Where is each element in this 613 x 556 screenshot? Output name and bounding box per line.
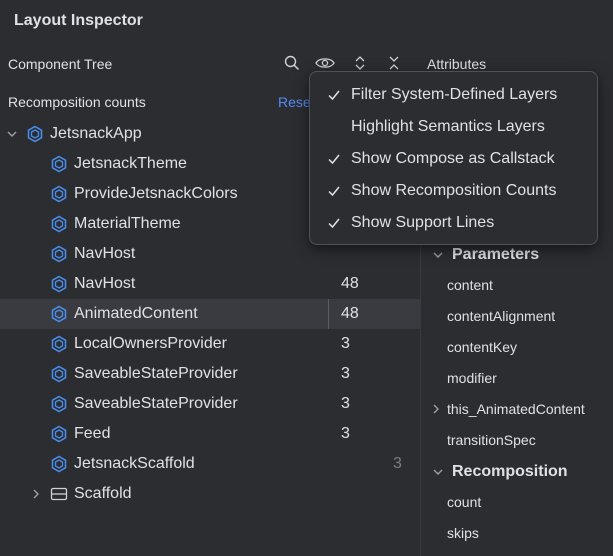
- panel-divider: [420, 82, 421, 556]
- menu-item-label: Show Support Lines: [351, 214, 495, 231]
- compose-icon: [51, 305, 67, 323]
- parameters-section[interactable]: Parameters: [432, 246, 539, 264]
- collapse-all-icon[interactable]: [383, 52, 405, 74]
- tree-row[interactable]: MaterialTheme: [0, 209, 420, 239]
- window-title: Layout Inspector: [14, 12, 143, 29]
- tree-row-label: SaveableStateProvider: [74, 395, 238, 412]
- tree-row[interactable]: ProvideJetsnackColors: [0, 179, 420, 209]
- layout-icon: [50, 487, 68, 501]
- tree-row-label: SaveableStateProvider: [74, 365, 238, 382]
- recomposition-count: 3: [341, 365, 350, 382]
- tree-row-label: LocalOwnersProvider: [74, 335, 227, 352]
- tree-row-label: JetsnackApp: [50, 125, 142, 142]
- parameters-title: Parameters: [452, 246, 540, 263]
- menu-item-label: Filter System-Defined Layers: [351, 86, 558, 103]
- search-icon[interactable]: [281, 52, 303, 74]
- chevron-down-icon: [433, 469, 443, 475]
- recomposition-count: 3: [341, 395, 350, 412]
- tree-row-label: Feed: [74, 425, 111, 442]
- compose-icon: [51, 155, 67, 173]
- recomposition-count: 3: [341, 425, 350, 442]
- tree-row-label: JetsnackScaffold: [74, 455, 195, 472]
- compose-icon: [51, 215, 67, 233]
- tree-row[interactable]: JetsnackApp: [0, 119, 420, 149]
- component-tree-header: Component Tree: [8, 56, 113, 72]
- tree-row[interactable]: JetsnackScaffold 3: [0, 449, 420, 479]
- compose-icon: [51, 455, 67, 473]
- recomposition-count: 48: [341, 305, 359, 322]
- recomposition-section[interactable]: Recomposition: [432, 463, 568, 481]
- recomposition-count: 48: [341, 275, 359, 292]
- tree-row-label: JetsnackTheme: [74, 155, 187, 172]
- attribute-item[interactable]: modifier: [447, 370, 497, 386]
- view-options-menu: Filter System-Defined Layers Highlight S…: [309, 71, 598, 245]
- compose-icon: [51, 185, 67, 203]
- attribute-item[interactable]: contentKey: [447, 339, 518, 355]
- menu-item-compose-callstack[interactable]: Show Compose as Callstack: [310, 143, 597, 175]
- attributes-header: Attributes: [427, 56, 487, 72]
- tree-row[interactable]: SaveableStateProvider 3: [0, 389, 420, 419]
- tree-row[interactable]: Feed 3: [0, 419, 420, 449]
- recomposition-count: 3: [341, 335, 350, 352]
- check-icon: [328, 218, 340, 229]
- attribute-item[interactable]: content: [447, 277, 493, 293]
- tree-row[interactable]: LocalOwnersProvider 3: [0, 329, 420, 359]
- tree-row-label: Scaffold: [74, 485, 132, 502]
- tree-row-label: NavHost: [74, 275, 136, 292]
- tree-row[interactable]: JetsnackTheme: [0, 149, 420, 179]
- reset-link[interactable]: Rese: [278, 94, 311, 110]
- tree-row[interactable]: Scaffold: [0, 479, 420, 509]
- compose-icon: [51, 275, 67, 293]
- recomposition-counts-label: Recomposition counts: [8, 94, 146, 110]
- menu-item-filter-system-layers[interactable]: Filter System-Defined Layers: [310, 79, 597, 111]
- attribute-item[interactable]: transitionSpec: [447, 432, 536, 448]
- tree-row[interactable]: NavHost 48: [0, 269, 420, 299]
- expand-all-icon[interactable]: [349, 52, 371, 74]
- chevron-right-icon[interactable]: [430, 403, 442, 415]
- tree-row-label: AnimatedContent: [74, 305, 198, 322]
- component-tree: JetsnackApp JetsnackTheme ProvideJetsnac…: [0, 119, 420, 509]
- attribute-item[interactable]: contentAlignment: [447, 308, 556, 324]
- tree-row-selected[interactable]: AnimatedContent 48: [0, 299, 420, 329]
- chevron-right-icon[interactable]: [30, 488, 42, 500]
- compose-icon: [51, 395, 67, 413]
- menu-item-label: Show Compose as Callstack: [351, 150, 555, 167]
- tree-row[interactable]: SaveableStateProvider 3: [0, 359, 420, 389]
- menu-item-recomposition-counts[interactable]: Show Recomposition Counts: [310, 175, 597, 207]
- tree-row-label: ProvideJetsnackColors: [74, 185, 238, 202]
- attribute-item[interactable]: skips: [447, 525, 479, 541]
- tree-row[interactable]: NavHost: [0, 239, 420, 269]
- compose-icon: [51, 425, 67, 443]
- menu-item-highlight-semantics[interactable]: Highlight Semantics Layers: [310, 111, 597, 143]
- compose-icon: [27, 125, 43, 143]
- compose-icon: [51, 335, 67, 353]
- chevron-down-icon: [433, 252, 443, 258]
- menu-item-label: Show Recomposition Counts: [351, 182, 557, 199]
- eye-icon[interactable]: [314, 52, 336, 74]
- tree-row-label: NavHost: [74, 245, 136, 262]
- compose-icon: [51, 245, 67, 263]
- check-icon: [328, 154, 340, 165]
- count-column-separator: [328, 299, 329, 329]
- recomposition-count: 3: [393, 455, 402, 472]
- recomposition-title: Recomposition: [452, 463, 568, 480]
- tree-row-label: MaterialTheme: [74, 215, 181, 232]
- compose-icon: [51, 365, 67, 383]
- chevron-down-icon[interactable]: [6, 128, 18, 140]
- attribute-item[interactable]: count: [447, 494, 482, 510]
- menu-item-support-lines[interactable]: Show Support Lines: [310, 207, 597, 239]
- menu-item-label: Highlight Semantics Layers: [351, 118, 545, 135]
- attribute-item[interactable]: this_AnimatedContent: [447, 401, 585, 417]
- check-icon: [328, 186, 340, 197]
- check-icon: [328, 90, 340, 101]
